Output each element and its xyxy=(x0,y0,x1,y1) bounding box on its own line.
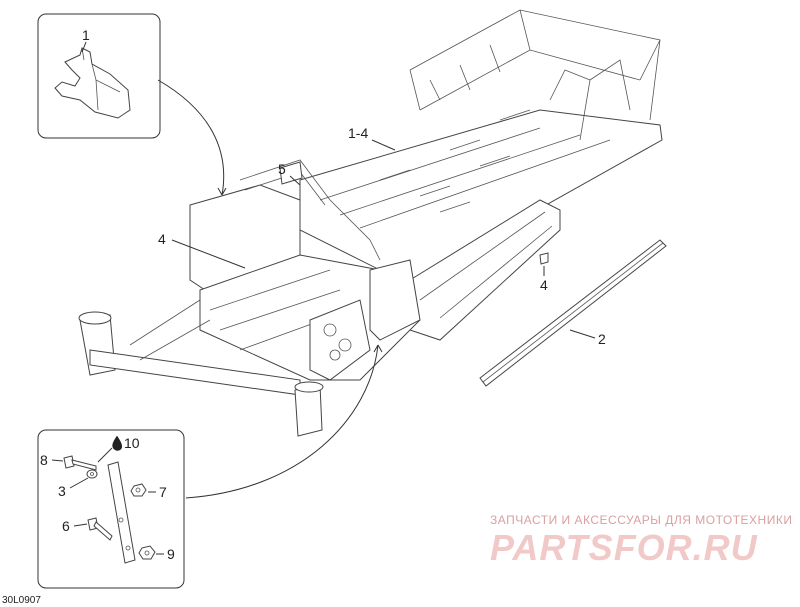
inset-hardware-detail: 8 10 3 7 6 9 xyxy=(37,429,185,589)
callout-1: 1 xyxy=(82,27,90,43)
callout-1-4: 1-4 xyxy=(348,125,368,141)
callout-10: 10 xyxy=(124,435,140,451)
callout-5: 5 xyxy=(278,161,286,177)
runner-strip xyxy=(479,239,667,387)
callout-4-right: 4 xyxy=(540,277,548,293)
watermark-tagline: ЗАПЧАСТИ И АКСЕССУАРЫ ДЛЯ МОТОТЕХНИКИ xyxy=(490,513,792,527)
callout-8: 8 xyxy=(40,452,48,468)
inset-bracket-detail: 1 xyxy=(37,13,161,139)
callout-9: 9 xyxy=(167,546,175,562)
callout-6: 6 xyxy=(62,518,70,534)
watermark: ЗАПЧАСТИ И АКСЕССУАРЫ ДЛЯ МОТОТЕХНИКИ PA… xyxy=(490,513,792,568)
callout-3: 3 xyxy=(58,483,66,499)
frame-assembly xyxy=(78,9,663,437)
callout-4-left: 4 xyxy=(158,231,166,247)
drawing-code: 30L0907 xyxy=(2,595,41,606)
watermark-brand: PARTSFOR.RU xyxy=(490,527,758,568)
callout-2: 2 xyxy=(598,331,606,347)
oil-drop-icon xyxy=(112,435,123,451)
callout-7: 7 xyxy=(159,484,167,500)
